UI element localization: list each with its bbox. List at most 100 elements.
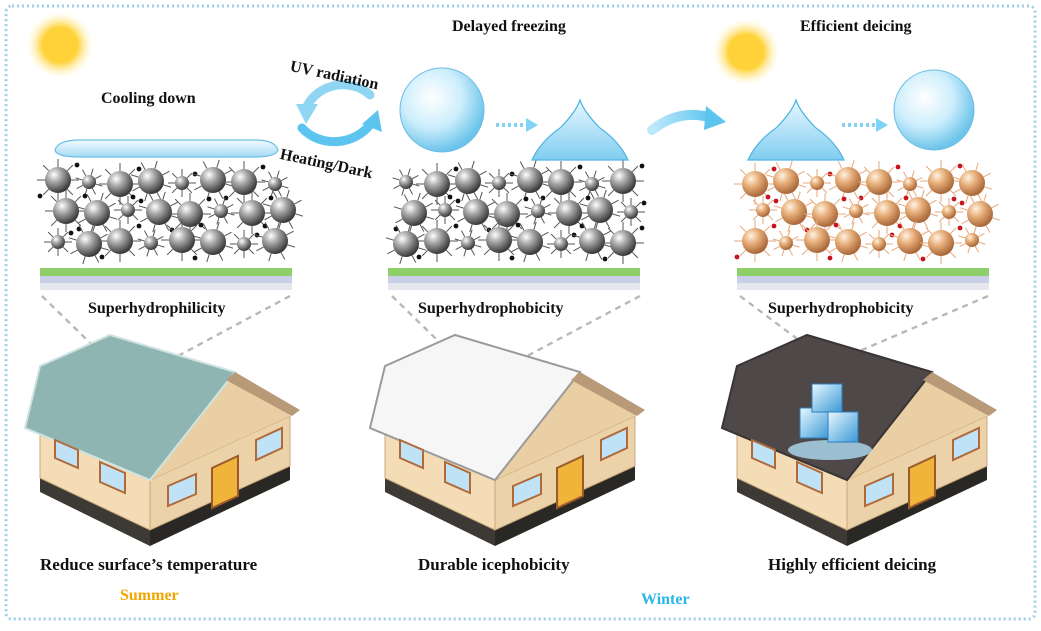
particle <box>130 160 172 202</box>
particle <box>37 159 80 201</box>
particle <box>734 163 777 205</box>
particle <box>897 189 939 231</box>
panel-title-delayed-freezing: Delayed freezing <box>452 18 566 35</box>
particle <box>431 196 461 224</box>
sun-icon <box>26 11 94 79</box>
effect-label-3: Highly efficient deicing <box>768 555 937 574</box>
particle <box>935 198 965 226</box>
particle <box>827 221 869 263</box>
particle <box>99 163 142 205</box>
particle <box>866 192 909 234</box>
particle <box>385 223 427 265</box>
coating-layer-superhydrophobic-copper <box>734 159 1001 290</box>
water-droplet-icon <box>531 98 629 161</box>
particle <box>454 229 482 257</box>
particle <box>137 229 165 257</box>
particle <box>230 230 260 258</box>
particle <box>896 170 924 198</box>
particle <box>920 222 963 264</box>
particle <box>509 221 551 263</box>
particle <box>796 219 839 261</box>
particle <box>207 197 235 225</box>
particle <box>772 229 800 257</box>
particle <box>261 170 289 198</box>
cycle-arrows-icon <box>296 80 382 146</box>
particle <box>571 220 613 262</box>
particle <box>547 230 577 258</box>
coating-label-1: Superhydrophilicity <box>88 300 226 317</box>
sun-icon <box>712 18 780 86</box>
particle <box>548 192 591 234</box>
particle <box>951 162 993 204</box>
season-winter: Winter <box>641 591 690 608</box>
particle <box>485 169 515 197</box>
particle <box>45 190 88 232</box>
water-droplet-icon <box>399 67 485 153</box>
diagram-border <box>4 4 1037 621</box>
particle <box>231 192 274 234</box>
particle <box>749 196 779 224</box>
particle <box>578 170 606 198</box>
particle <box>114 196 144 224</box>
particle <box>455 191 497 233</box>
coating-label-2: Superhydrophobicity <box>418 300 564 317</box>
particle <box>734 220 777 262</box>
particle <box>393 192 435 234</box>
effect-label-2: Durable icephobicity <box>418 555 570 574</box>
season-summer: Summer <box>120 587 179 604</box>
particle <box>579 189 621 231</box>
particle <box>68 223 110 265</box>
house-icon <box>720 333 997 546</box>
particle <box>858 161 901 203</box>
particle <box>804 193 847 235</box>
particle <box>75 168 103 196</box>
particle <box>99 220 142 262</box>
particle <box>44 228 74 256</box>
particle <box>138 191 180 233</box>
particle <box>773 191 815 233</box>
house-icon <box>23 333 300 546</box>
particle <box>602 160 645 202</box>
particle <box>958 226 986 254</box>
particle <box>192 159 234 201</box>
particle <box>161 219 204 261</box>
water-film <box>54 139 279 158</box>
particle <box>478 219 521 261</box>
curved-arrow-icon <box>647 109 717 135</box>
particle <box>865 230 895 258</box>
panel-title-cooling: Cooling down <box>101 90 196 107</box>
particle <box>223 161 266 203</box>
ice-cube-icon <box>788 383 872 460</box>
effect-label-1: Reduce surface’s temperature <box>40 555 258 574</box>
particle <box>617 198 647 226</box>
particle <box>416 220 459 262</box>
water-droplet-icon <box>893 69 975 151</box>
water-droplet-icon <box>747 98 845 161</box>
particle <box>76 192 118 234</box>
coating-label-3: Superhydrophobicity <box>768 300 914 317</box>
particle <box>803 169 833 197</box>
coating-layer-superhydrophobic-gray <box>385 159 647 290</box>
particle <box>192 221 234 263</box>
particle <box>602 222 645 264</box>
particle <box>254 220 296 262</box>
particle <box>765 160 807 202</box>
particle <box>524 197 552 225</box>
particle <box>416 163 459 205</box>
particle <box>920 160 963 202</box>
panel-title-deicing: Efficient deicing <box>800 18 912 35</box>
particle <box>392 168 420 196</box>
particle <box>509 159 551 201</box>
particle <box>262 189 304 231</box>
particle <box>540 161 583 203</box>
particle <box>447 160 489 202</box>
particle <box>168 169 198 197</box>
particle <box>169 193 212 235</box>
particle <box>486 193 529 235</box>
house-icon <box>368 333 645 546</box>
coating-layer-superhydrophilic <box>37 139 304 290</box>
particle <box>889 220 931 262</box>
particle <box>842 197 870 225</box>
